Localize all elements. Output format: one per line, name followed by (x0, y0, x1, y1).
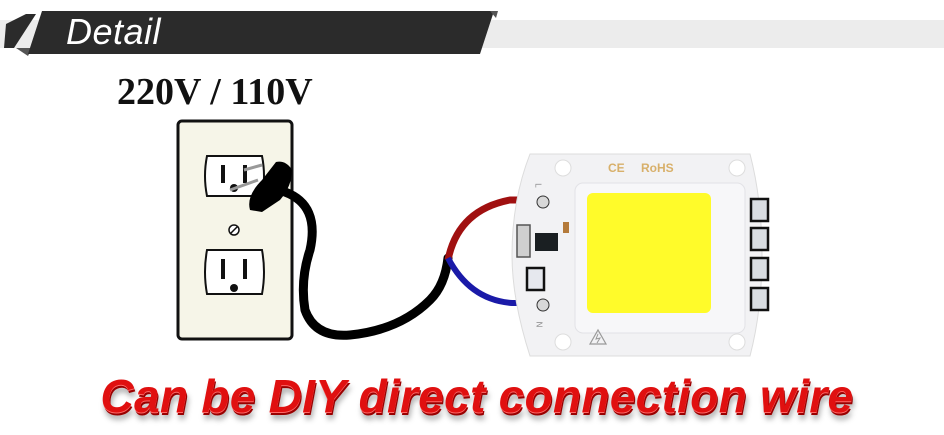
neutral-wire (445, 256, 530, 306)
detail-banner: Detail (0, 0, 944, 60)
cob-led-chip-icon (511, 153, 770, 357)
high-voltage-warning-icon (588, 328, 608, 345)
live-terminal-label: L (533, 183, 543, 188)
rohs-mark: RoHS (641, 161, 674, 175)
banner-graphic (0, 11, 944, 56)
power-plug-icon (229, 161, 292, 212)
voltage-label: 220V / 110V (117, 71, 313, 113)
power-cord (280, 187, 453, 340)
live-wire (444, 196, 528, 261)
ce-mark: CE (608, 161, 625, 175)
caption: Can be DIY direct connection wire (100, 370, 854, 422)
banner-title: Detail (66, 11, 162, 52)
wall-outlet-icon (176, 119, 294, 341)
neutral-terminal-label: N (534, 321, 544, 328)
